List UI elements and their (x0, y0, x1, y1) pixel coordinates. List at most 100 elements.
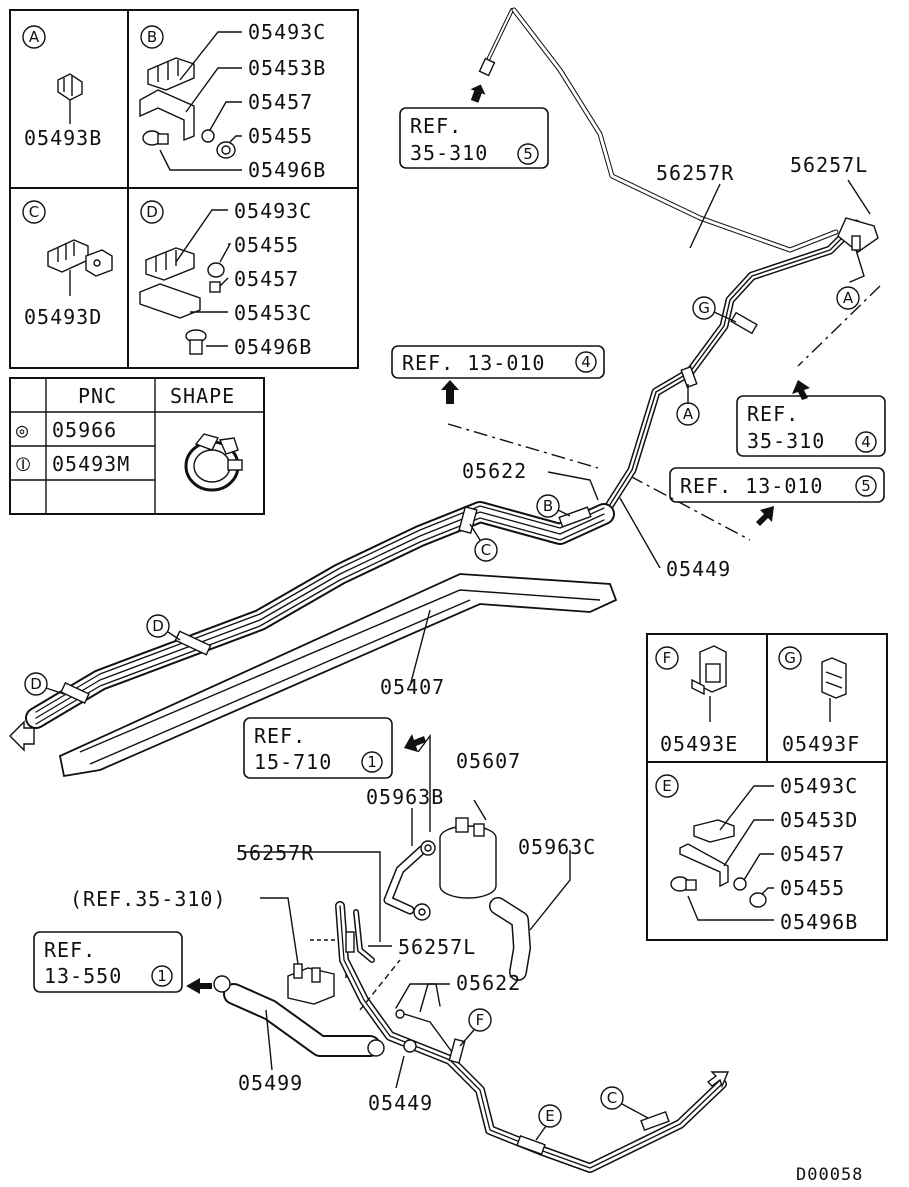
bolt-05496b-icon (670, 876, 697, 892)
ref-text: REF. (44, 938, 96, 962)
part-label: 05455 (248, 124, 313, 148)
inset-panel-d: D 05493C 05455 05457 05453C 05496B (139, 199, 311, 359)
ref-text: 15-710 (254, 750, 332, 774)
legend-symbol: ⦶ (16, 452, 32, 476)
svg-text:F: F (476, 1011, 485, 1029)
marker-a: A (676, 384, 700, 426)
clip-05493d-icon (47, 239, 113, 277)
lower-fuel-pipes (335, 901, 730, 1173)
clip-05493f-icon (821, 657, 847, 699)
fuel-line-bundle (9, 501, 615, 752)
part-label: 05493C (248, 20, 326, 44)
ref-text: REF. 13-010 (680, 474, 823, 498)
callout-05499: 05499 (238, 1071, 303, 1095)
part-label: 05493C (780, 774, 858, 798)
callout-56257r-top: 56257R (656, 161, 734, 185)
grommet-05457-icon (209, 281, 221, 293)
callout-leaders (244, 179, 871, 1089)
legend-header-pnc: PNC (78, 384, 117, 408)
svg-text:A: A (843, 289, 854, 307)
callout-05407: 05407 (380, 675, 445, 699)
upper-fuel-pipes (478, 7, 879, 519)
ref-number: 5 (861, 477, 871, 495)
inset-panel-c: C 05493D (22, 200, 113, 329)
inset-panel-b: B 05493C 05453B 05457 05455 05496B (139, 20, 326, 182)
reference-box-6: REF. 13-550 1 (33, 931, 183, 993)
callout-05449-top: 05449 (666, 557, 731, 581)
bolt-05496b-icon (185, 329, 207, 355)
panel-letter-g: G (784, 649, 796, 667)
reference-box-3: REF. 35-310 4 (736, 395, 886, 457)
ref-text: REF. (410, 114, 462, 138)
ref-text: REF. (254, 724, 306, 748)
part-label: 05453B (248, 56, 326, 80)
part-label: 05457 (248, 90, 313, 114)
callout-56257r-bottom: 56257R (236, 841, 314, 865)
ref-number: 4 (581, 353, 591, 371)
svg-text:C: C (481, 541, 491, 559)
ref-number: 4 (861, 433, 871, 451)
callout-labels: 56257R 56257L 05622 05449 05407 05607 05… (70, 153, 868, 1185)
grommet-05457-icon (201, 129, 215, 143)
svg-text:D: D (152, 617, 164, 635)
nut-05455-icon (207, 262, 225, 278)
ref-text: REF. 13-010 (402, 351, 545, 375)
part-label: 05493E (660, 732, 738, 756)
reference-box-1: REF. 35-310 5 (399, 107, 549, 169)
pipe-protector-rail (58, 573, 618, 778)
panel-letter-b: B (147, 28, 157, 46)
svg-text:B: B (543, 497, 553, 515)
reference-box-4: REF. 13-010 5 (669, 467, 885, 503)
marker-d: D (146, 614, 181, 641)
part-label: 05455 (780, 876, 845, 900)
clip-05493c-icon (147, 57, 195, 91)
marker-b: B (536, 494, 571, 518)
canister-05607 (439, 817, 497, 899)
svg-text:G: G (698, 299, 710, 317)
inset-panel-f: F 05493E (655, 645, 738, 756)
callout-56257l-bottom: 56257L (398, 935, 476, 959)
marker-a: A (836, 286, 860, 310)
ref-text: REF. (747, 402, 799, 426)
part-label: 05493D (24, 305, 102, 329)
part-label: 05493F (782, 732, 860, 756)
svg-text:D: D (30, 675, 42, 693)
panel-letter-d: D (146, 203, 158, 221)
callout-05963c: 05963C (518, 835, 596, 859)
inset-panel-g: G 05493F (778, 646, 860, 756)
marker-d: D (24, 672, 65, 696)
hose-05963b (383, 840, 436, 921)
ref-number: 1 (367, 753, 377, 771)
marker-f: F (459, 1008, 492, 1047)
clip-05493b-icon (57, 73, 83, 101)
marker-g: G (692, 296, 737, 323)
hose-05963c (489, 897, 531, 981)
callout-05607: 05607 (456, 749, 521, 773)
bundle-clamps (60, 311, 758, 704)
svg-text:C: C (607, 1089, 617, 1107)
svg-text:A: A (683, 405, 694, 423)
inset-panel-a: A 05493B (22, 25, 101, 150)
callout-56257l-top: 56257L (790, 153, 868, 177)
ref-text: 13-550 (44, 964, 122, 988)
location-markers: A A G B C D D F E C (24, 286, 860, 1141)
callout-05622-top: 05622 (462, 459, 527, 483)
diagram-code: D00058 (796, 1165, 863, 1185)
bracket-05453d-icon (679, 843, 729, 888)
clip-05493e-icon (691, 645, 727, 696)
bolt-05496b-icon (142, 130, 169, 146)
bracket-05453c-icon (139, 283, 201, 319)
clip-05493c-icon (145, 247, 195, 281)
ref-note: (REF.35-310) (70, 887, 227, 911)
legend-pnc: 05493M (52, 452, 130, 476)
legend-symbol: ◎ (16, 418, 29, 442)
callout-05622-bottom: 05622 (456, 971, 521, 995)
reference-box-2: REF. 13-010 4 (391, 345, 605, 379)
svg-text:E: E (545, 1107, 554, 1125)
ref-text: 35-310 (747, 429, 825, 453)
grommet-05457-icon (733, 877, 747, 891)
reference-box-5: REF. 15-710 1 (243, 717, 393, 779)
panel-letter-a: A (29, 28, 40, 46)
legend-pnc: 05966 (52, 418, 117, 442)
part-label: 05455 (234, 233, 299, 257)
